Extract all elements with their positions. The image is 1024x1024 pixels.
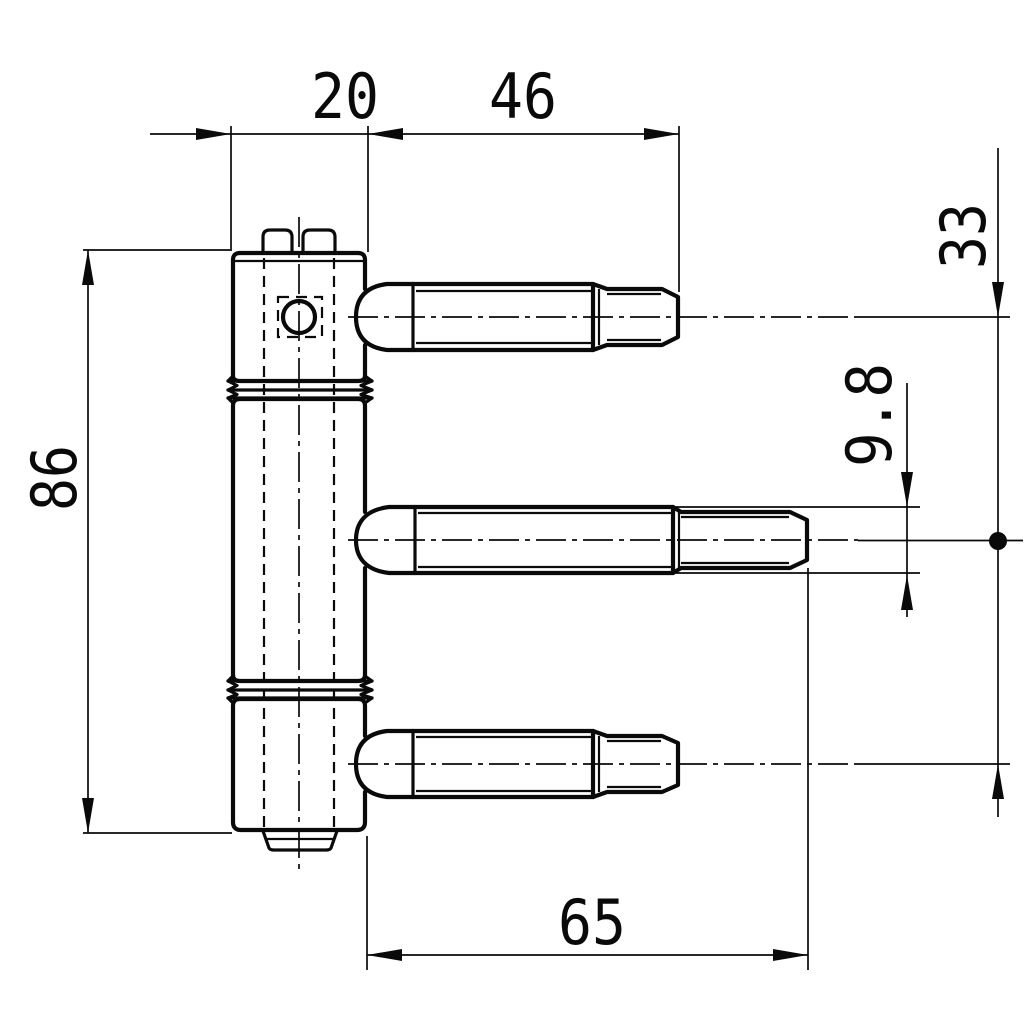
dim-label-9-8: 9.8 [833, 363, 906, 467]
dimension-33: 33 [927, 148, 1007, 817]
hidden-square-detail [276, 295, 324, 339]
dim-label-46: 46 [489, 60, 557, 133]
dimension-9-8: 9.8 [675, 363, 920, 617]
arrow-33-bottom [992, 764, 1004, 799]
dimension-86: 86 [18, 249, 232, 834]
arrow-65-left [367, 949, 402, 961]
lower-groove [226, 674, 374, 705]
arrow-98-bottom [901, 575, 913, 610]
arrow-86-bottom [82, 798, 94, 833]
datum-dot [989, 532, 1007, 550]
arrow-65-right [773, 949, 808, 961]
arrow-46-right [644, 128, 679, 140]
dimension-20-46: 20 46 [150, 60, 680, 292]
dim-label-33: 33 [927, 203, 1000, 269]
dimension-65: 65 [366, 568, 809, 970]
dim-label-86: 86 [18, 445, 91, 511]
upper-groove [226, 374, 374, 405]
arrow-20-left [196, 128, 231, 140]
arrow-86-top [82, 250, 94, 285]
top-screw-head [261, 228, 337, 254]
arrow-98-top [901, 472, 913, 507]
arrow-33-top [992, 282, 1004, 317]
dim-label-20: 20 [311, 60, 379, 133]
dim-label-65: 65 [558, 886, 626, 959]
arrow-46-left [368, 128, 403, 140]
bottom-cap [261, 829, 339, 852]
